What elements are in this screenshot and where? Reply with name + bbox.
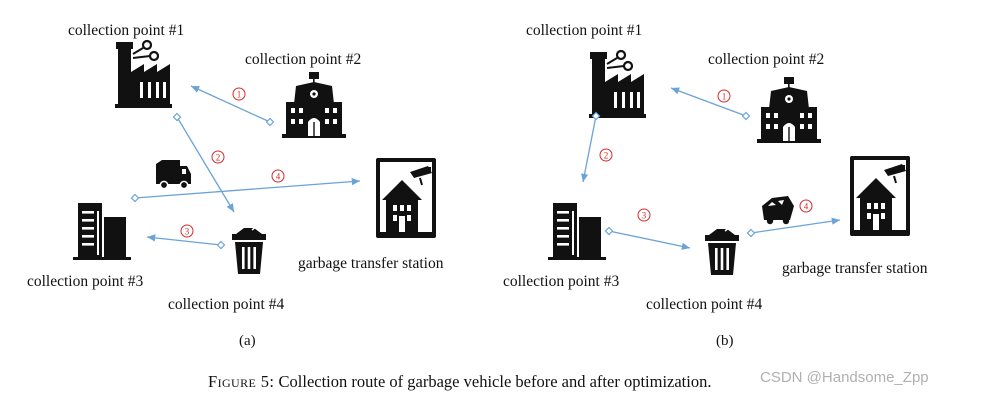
route-segment-4	[134, 177, 361, 199]
route-segment-3	[608, 230, 691, 250]
label-collection-point-4: collection point #4	[646, 296, 763, 313]
svg-text:3: 3	[185, 227, 190, 237]
step-badge-2: 2	[211, 150, 225, 164]
panel-b: 1 2 3 4	[548, 49, 911, 276]
garbage-truck-icon	[155, 159, 192, 190]
svg-text:1: 1	[722, 92, 727, 102]
school-building-icon	[757, 77, 821, 143]
label-collection-point-2: collection point #2	[245, 51, 362, 68]
school-building-icon	[282, 72, 346, 138]
route-segment-4	[750, 217, 841, 234]
route-start-marker	[172, 112, 182, 122]
trash-can-icon	[231, 225, 267, 275]
svg-text:3: 3	[642, 211, 647, 221]
route-segment-3	[146, 234, 222, 246]
label-collection-point-3: collection point #3	[27, 273, 144, 290]
label-collection-point-1: collection point #1	[526, 22, 643, 39]
station-with-camera-icon	[849, 155, 911, 237]
route-start-marker	[265, 117, 275, 127]
label-collection-point-3: collection point #3	[503, 273, 620, 290]
caption-prefix: Figure 5:	[208, 372, 275, 391]
route-start-marker	[746, 228, 756, 238]
apartment-building-icon	[548, 203, 606, 260]
step-badge-4: 4	[271, 169, 285, 183]
trash-can-icon	[704, 226, 740, 276]
step-badge-1: 1	[232, 87, 246, 101]
route-start-marker	[741, 111, 751, 121]
route-segment-2	[581, 115, 597, 183]
garbage-truck-icon	[762, 196, 794, 225]
apartment-building-icon	[73, 203, 131, 260]
label-transfer-station: garbage transfer station	[298, 255, 444, 272]
label-collection-point-4: collection point #4	[168, 296, 285, 313]
route-segment-1	[670, 87, 747, 117]
step-badge-3: 3	[637, 208, 651, 222]
svg-text:4: 4	[276, 172, 281, 182]
svg-text:2: 2	[604, 151, 609, 161]
label-collection-point-1: collection point #1	[68, 22, 185, 39]
route-segment-2	[176, 116, 235, 213]
route-segment-1	[190, 85, 271, 123]
route-start-marker	[216, 240, 226, 250]
subcaption-a: (a)	[239, 333, 256, 349]
label-transfer-station: garbage transfer station	[782, 260, 928, 277]
svg-text:2: 2	[216, 153, 221, 163]
watermark: CSDN @Handsome_Zpp	[760, 369, 929, 386]
route-start-marker	[130, 193, 140, 203]
step-badge-2: 2	[599, 148, 613, 162]
svg-text:1: 1	[237, 90, 242, 100]
figure-caption: Figure 5: Collection route of garbage ve…	[208, 372, 712, 391]
step-badge-1: 1	[717, 89, 731, 103]
panel-a: 1 2 3 4	[73, 39, 437, 275]
station-with-camera-icon	[375, 157, 437, 239]
subcaption-b: (b)	[716, 333, 734, 349]
step-badge-3: 3	[180, 224, 194, 238]
step-badge-4: 4	[799, 199, 813, 213]
svg-text:4: 4	[804, 202, 809, 212]
label-collection-point-2: collection point #2	[708, 51, 825, 68]
factory-icon	[113, 39, 174, 110]
route-start-marker	[604, 226, 614, 236]
factory-icon	[587, 49, 648, 120]
caption-text: Collection route of garbage vehicle befo…	[274, 372, 712, 391]
